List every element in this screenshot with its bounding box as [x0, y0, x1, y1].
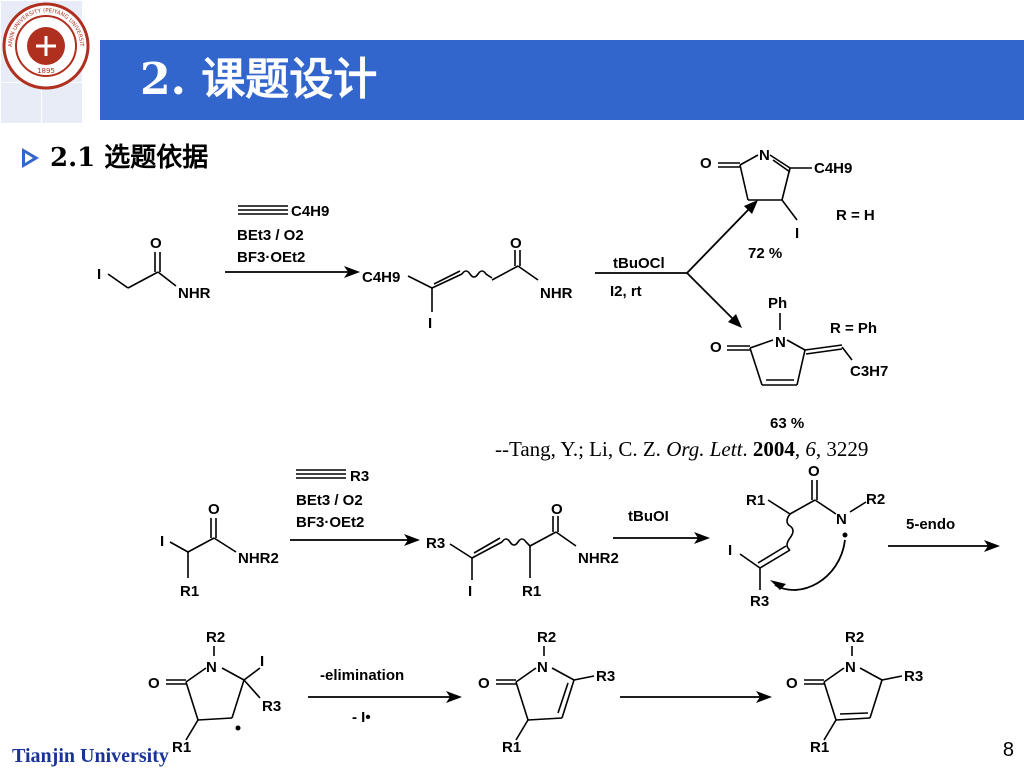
s1-prodB-propyl: C3H7	[850, 363, 888, 380]
s1-prodA-iodine: I	[795, 225, 799, 242]
s2-condition-1: tBuOI	[628, 508, 669, 525]
page-number: 8	[1002, 739, 1014, 761]
s2-reagent-line1: BEt3 / O2	[296, 492, 363, 509]
s2-p1-r1: R1	[502, 739, 521, 756]
s2-condition-2: 5-endo	[906, 516, 955, 533]
s2-mid-iodine: I	[468, 583, 472, 600]
s1-start-iodine: I	[97, 266, 101, 283]
s2-cyc-oxygen: O	[148, 675, 160, 692]
s2-rad-r2: R2	[866, 491, 885, 508]
s1-prodA-oxygen: O	[700, 155, 712, 172]
bullet-arrow-icon	[22, 148, 39, 168]
s2-elimination-byproduct: - I•	[352, 709, 371, 726]
s1-alkyne-substituent: C4H9	[291, 203, 329, 220]
s2-rad-oxygen: O	[808, 463, 820, 480]
s1-prodB-nitrogen: N	[775, 334, 786, 351]
s1-condition-bottom: I2, rt	[610, 283, 642, 300]
s2-start-oxygen: O	[208, 501, 220, 518]
s2-p1-r3: R3	[596, 668, 615, 685]
s2-p2-nitrogen: N	[845, 659, 856, 676]
s2-p2-r1: R1	[810, 739, 829, 756]
s1-prodA-butyl: C4H9	[814, 160, 852, 177]
s2-mid-nhr2: NHR2	[578, 550, 619, 567]
s2-cyc-r1: R1	[172, 739, 191, 756]
s2-rad-r3: R3	[750, 593, 769, 610]
s1-reagent-line1: BEt3 / O2	[237, 227, 304, 244]
s1-prodA-r-label: R = H	[836, 207, 875, 224]
s2-p2-oxygen: O	[786, 675, 798, 692]
s1-mid-iodine: I	[428, 315, 432, 332]
s2-p2-r3: R3	[904, 668, 923, 685]
s1-reagent-line2: BF3·OEt2	[237, 249, 305, 266]
s2-p1-nitrogen: N	[537, 659, 548, 676]
s2-rad-iodine: I	[728, 542, 732, 559]
s2-p1-oxygen: O	[478, 675, 490, 692]
page-title: 2. 课题设计	[140, 54, 378, 105]
s2-cyc-r2: R2	[206, 629, 225, 646]
s1-mid-oxygen: O	[510, 235, 522, 252]
s2-mid-oxygen: O	[551, 501, 563, 518]
s2-cyc-nitrogen: N	[206, 659, 217, 676]
reference-citation: --Tang, Y.; Li, C. Z. Org. Lett. 2004, 6…	[495, 437, 869, 461]
s2-p2-r2: R2	[845, 629, 864, 646]
s2-elimination-label: -elimination	[320, 667, 404, 684]
s1-start-oxygen: O	[150, 235, 162, 252]
s1-condition-top: tBuOCl	[613, 255, 665, 272]
s2-rad-nitrogen: N	[836, 511, 847, 528]
s2-cyc-r3: R3	[262, 698, 281, 715]
s2-start-nhr2: NHR2	[238, 550, 279, 567]
s1-prodB-oxygen: O	[710, 339, 722, 356]
s1-start-nhr: NHR	[178, 285, 211, 302]
s2-mid-r3: R3	[426, 535, 445, 552]
s2-alkyne-substituent: R3	[350, 468, 369, 485]
s1-mid-nhr: NHR	[540, 285, 573, 302]
s2-start-iodine: I	[160, 533, 164, 550]
title-banner	[100, 40, 1024, 120]
s2-rad-r1: R1	[746, 492, 765, 509]
s1-mid-butyl: C4H9	[362, 269, 400, 286]
s2-reagent-line2: BF3·OEt2	[296, 514, 364, 531]
section-heading: 2.1 选题依据	[50, 143, 209, 173]
s2-mid-r1: R1	[522, 583, 541, 600]
s1-prodA-yield: 72 %	[748, 245, 782, 262]
s1-prodB-r-label: R = Ph	[830, 320, 877, 337]
s2-cyc-iodine: I	[260, 653, 264, 670]
s1-prodA-nitrogen: N	[759, 147, 770, 164]
s2-start-r1: R1	[180, 583, 199, 600]
s2-p1-r2: R2	[537, 629, 556, 646]
svg-text:1895: 1895	[37, 67, 55, 75]
s1-prodB-yield: 63 %	[770, 415, 804, 432]
footer-university: Tianjin University	[12, 745, 169, 767]
s1-prodB-phenyl: Ph	[768, 295, 787, 312]
university-seal-icon: 1895 TIANJIN UNIVERSITY (PEIYANG UNIVERS…	[2, 2, 90, 90]
